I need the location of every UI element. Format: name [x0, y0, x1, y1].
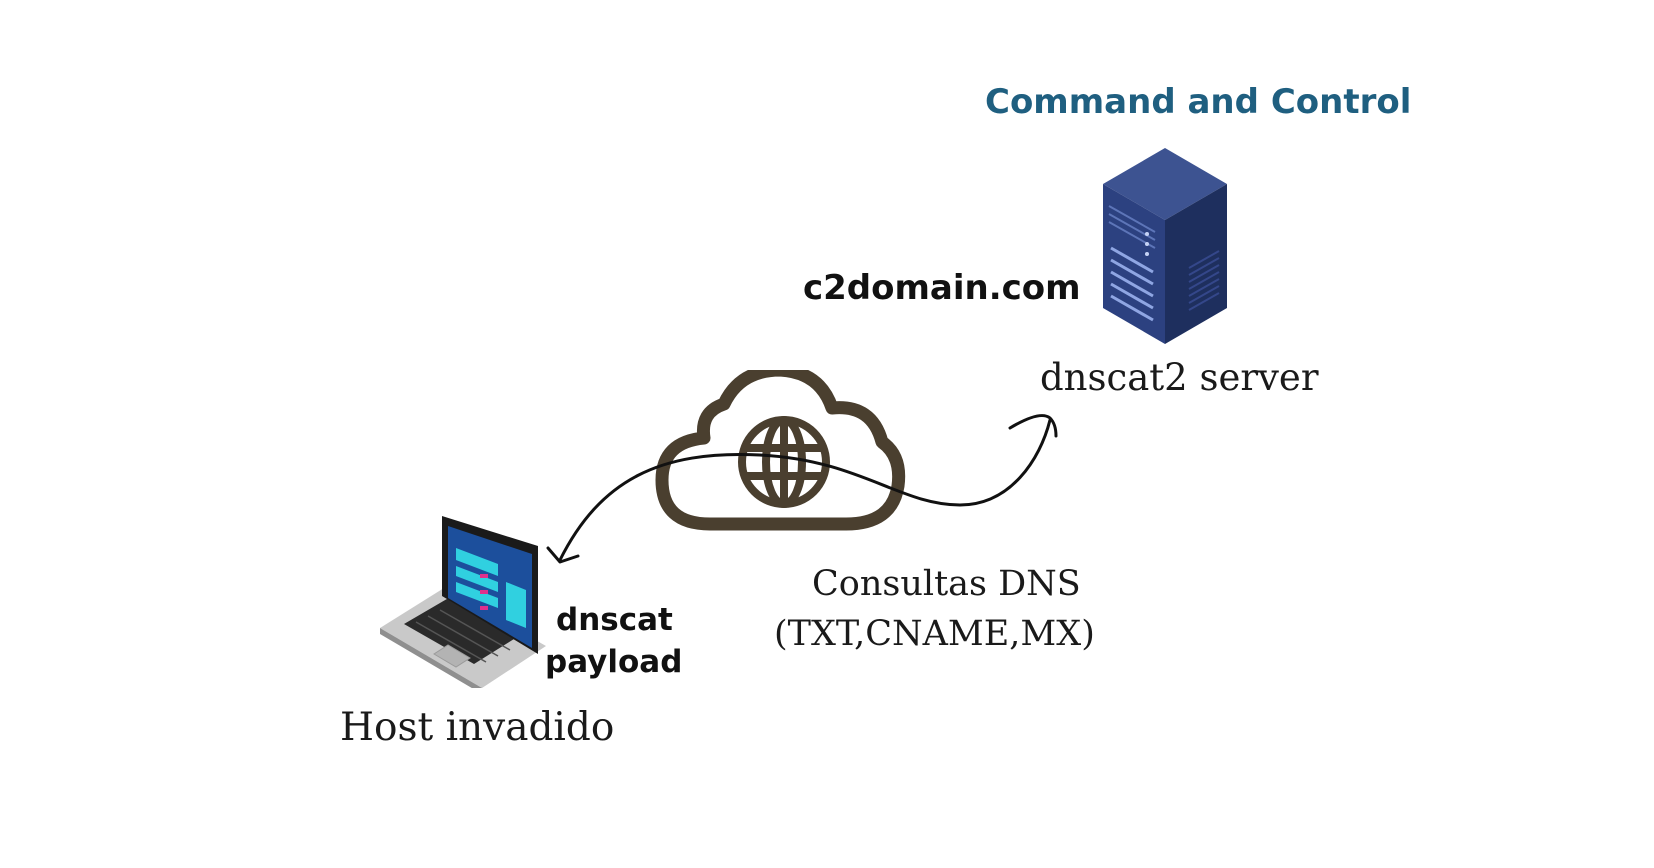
host-label: Host invadido — [340, 705, 615, 750]
c2-title: Command and Control — [985, 82, 1412, 122]
payload-label-line2: payload — [545, 644, 683, 680]
payload-label-line1: dnscat — [556, 602, 673, 638]
laptop-icon — [380, 516, 546, 688]
dns-record-types: (TXT,CNAME,MX) — [774, 614, 1095, 654]
server-label: dnscat2 server — [1040, 356, 1319, 399]
dns-queries-label: Consultas DNS — [812, 564, 1081, 604]
c2-domain: c2domain.com — [803, 268, 1081, 308]
server-icon — [1103, 148, 1227, 344]
cloud-globe-icon — [655, 370, 906, 531]
